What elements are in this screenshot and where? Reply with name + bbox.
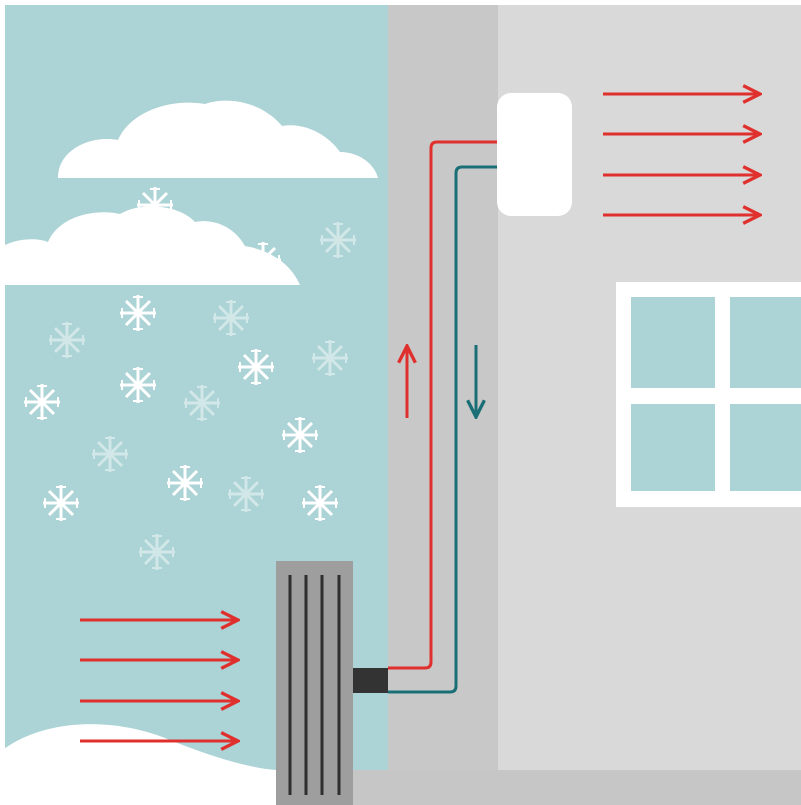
indoor-heat-arrows (603, 94, 760, 215)
cloud-icon (5, 206, 300, 285)
outdoor-unit (276, 561, 388, 805)
hot-refrigerant-line (388, 140, 497, 670)
cloud-icon (58, 100, 378, 178)
outdoor-unit-body (276, 561, 353, 805)
window-pane (631, 297, 715, 388)
window (616, 282, 801, 507)
window-pane (730, 404, 801, 491)
floor-strip (350, 770, 801, 805)
snow-ground (0, 724, 276, 805)
house-wall (388, 5, 498, 775)
window-pane (631, 404, 715, 491)
cold-refrigerant-line (388, 165, 497, 694)
pipe-connector (353, 668, 388, 693)
outdoor-air-arrows (80, 620, 238, 741)
indoor-unit (497, 93, 572, 216)
window-pane (730, 297, 801, 388)
